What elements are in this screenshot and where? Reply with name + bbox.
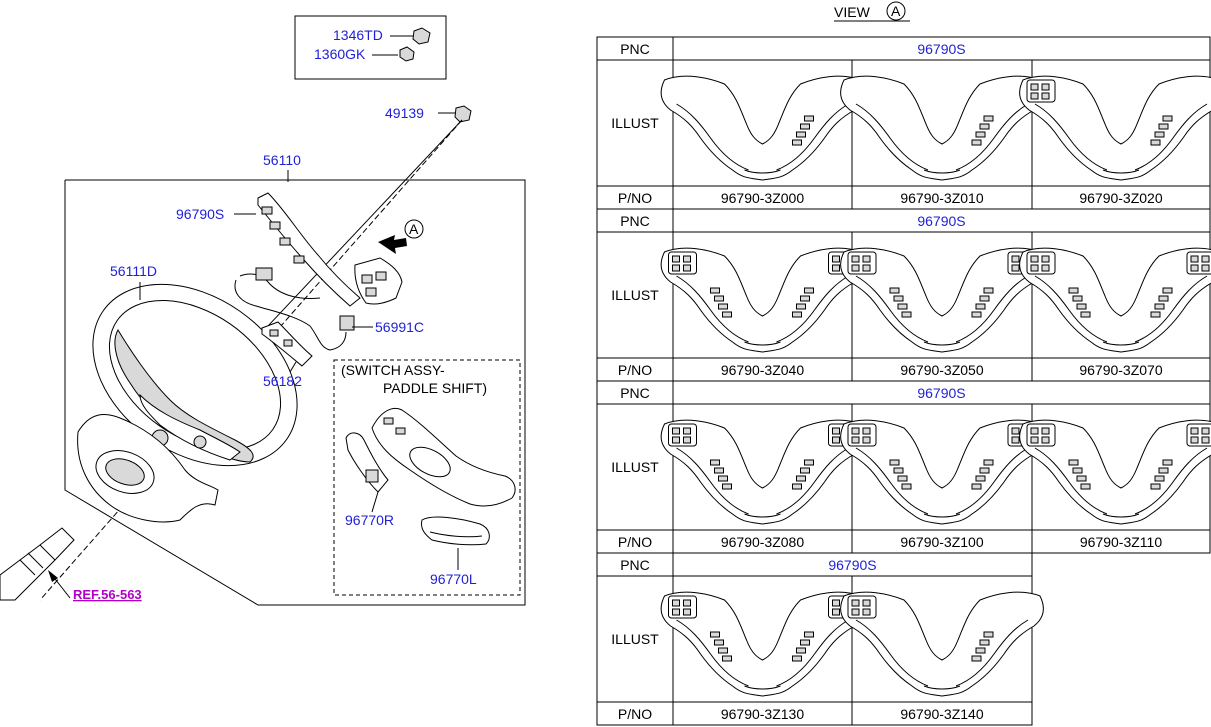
part-number[interactable]: 96790-3Z110 — [1080, 534, 1162, 550]
part-number[interactable]: 96790-3Z040 — [721, 362, 805, 378]
pnc-label: PNC — [620, 385, 650, 401]
illust-label: ILLUST — [611, 631, 659, 647]
pno-label: P/NO — [618, 534, 652, 550]
inset-title-line2: PADDLE SHIFT) — [383, 380, 487, 396]
bezel-illustration — [1019, 247, 1211, 353]
fastener-box — [294, 15, 447, 80]
bezel-illustration — [660, 419, 865, 525]
paddle-right — [345, 432, 389, 493]
callout-49139[interactable]: 49139 — [385, 105, 424, 121]
lower-cover — [77, 414, 219, 523]
pnc-value[interactable]: 96790S — [828, 557, 876, 573]
part-number[interactable]: 96790-3Z050 — [900, 362, 984, 378]
steering-column — [0, 527, 75, 601]
callout-1346td[interactable]: 1346TD — [333, 27, 383, 43]
bezel-illustration — [660, 75, 865, 181]
callout-56110[interactable]: 56110 — [263, 152, 301, 168]
cruise-switch-56182 — [261, 321, 313, 367]
pno-label: P/NO — [618, 706, 652, 722]
table-group: PNC ILLUST P/NO 96790S 96790-3Z130 96790-3Z14… — [596, 552, 1044, 726]
table-group: PNC ILLUST P/NO 96790S 96790-3Z000 96790-3Z01… — [596, 36, 1211, 210]
part-number-table: PNC ILLUST P/NO 96790S 96790-3Z000 96790-3Z01… — [596, 36, 1211, 726]
paddle-shift-inset — [333, 359, 521, 596]
inset-title-line1: (SWITCH ASSY- — [341, 362, 445, 378]
callout-56182[interactable]: 56182 — [263, 373, 302, 389]
table-group: PNC ILLUST P/NO 96790S 96790-3Z080 96790-3Z10… — [596, 380, 1211, 554]
part-number[interactable]: 96790-3Z130 — [721, 706, 805, 722]
part-number[interactable]: 96790-3Z000 — [721, 190, 805, 206]
bezel-illustration — [1019, 75, 1211, 181]
pnc-value[interactable]: 96790S — [917, 213, 965, 229]
part-number[interactable]: 96790-3Z070 — [1079, 362, 1163, 378]
pnc-value[interactable]: 96790S — [917, 41, 965, 57]
exploded-diagram: 1346TD 1360GK 49139 56110 56111D — [0, 15, 526, 606]
paddle-left — [421, 516, 490, 546]
right-switch-module — [354, 257, 403, 305]
pnc-label: PNC — [620, 213, 650, 229]
paddle-inset-bezel — [371, 407, 516, 507]
callout-96790s[interactable]: 96790S — [176, 206, 224, 222]
callout-1360gk[interactable]: 1360GK — [314, 46, 366, 62]
bezel-illustration — [660, 247, 865, 353]
bezel-illustration — [840, 419, 1044, 525]
illust-label: ILLUST — [611, 287, 659, 303]
view-arrow — [378, 235, 407, 254]
part-number[interactable]: 96790-3Z020 — [1079, 190, 1163, 206]
pno-label: P/NO — [618, 362, 652, 378]
switch-bezel-part — [257, 192, 361, 307]
bezel-illustration — [840, 591, 1044, 697]
pno-label: P/NO — [618, 190, 652, 206]
view-circle — [886, 1, 906, 21]
view-a-header: VIEW A — [834, 1, 910, 22]
bezel-illustration — [840, 247, 1044, 353]
pnc-value[interactable]: 96790S — [917, 385, 965, 401]
illust-label: ILLUST — [611, 459, 659, 475]
view-circle-letter: A — [891, 3, 901, 19]
nut-1360gk — [399, 46, 415, 62]
table-group: PNC ILLUST P/NO 96790S 96790-3Z040 96790-3Z05… — [596, 208, 1211, 382]
nut-49139 — [454, 105, 472, 123]
part-number[interactable]: 96790-3Z010 — [900, 190, 984, 206]
bezel-illustration — [660, 591, 865, 697]
ref-link-56-563[interactable]: REF.56-563 — [73, 587, 142, 602]
illust-label: ILLUST — [611, 115, 659, 131]
bezel-illustration — [1019, 419, 1211, 525]
steering-wheel — [92, 283, 298, 467]
callout-96770r[interactable]: 96770R — [345, 512, 394, 528]
callout-96770l[interactable]: 96770L — [430, 571, 477, 587]
pnc-label: PNC — [620, 41, 650, 57]
part-number[interactable]: 96790-3Z140 — [900, 706, 984, 722]
assembly-outline — [64, 179, 526, 606]
part-number[interactable]: 96790-3Z080 — [721, 534, 805, 550]
bezel-illustration — [840, 75, 1044, 181]
view-label: VIEW — [834, 4, 871, 20]
nut-1346td — [412, 27, 431, 45]
callout-56991c[interactable]: 56991C — [375, 319, 424, 335]
pnc-label: PNC — [620, 557, 650, 573]
callout-56111d[interactable]: 56111D — [110, 263, 157, 279]
wiring-harness — [234, 267, 355, 351]
view-a-circle — [404, 219, 424, 239]
part-number[interactable]: 96790-3Z100 — [900, 534, 984, 550]
arrow-a-label: A — [409, 221, 419, 237]
